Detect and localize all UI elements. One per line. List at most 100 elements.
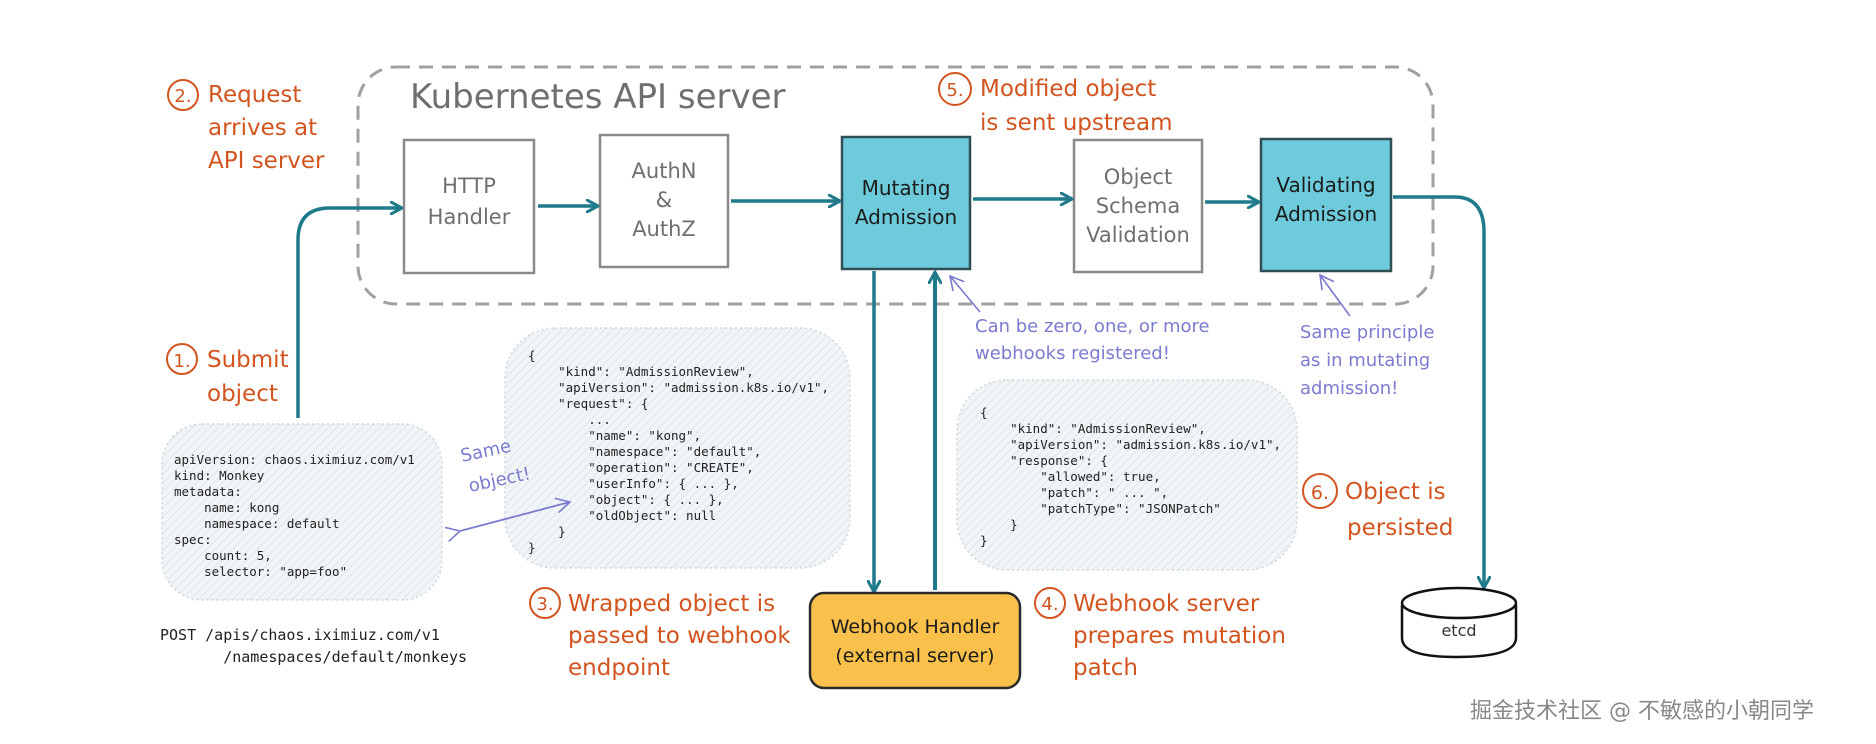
admission-response-code-block: { "kind": "AdmissionReview", "apiVersion…	[956, 379, 1298, 571]
webhook-handler-box: Webhook Handler (external server)	[808, 591, 1022, 690]
svg-text:2.: 2.	[174, 86, 191, 107]
svg-text:spec:: spec:	[174, 532, 212, 547]
step-2-label: 2. Request arrives at API server	[167, 79, 325, 174]
step-5-label: 5. Modified object is sent upstream	[938, 72, 1173, 136]
svg-text:Validation: Validation	[1086, 223, 1190, 247]
svg-text:{: {	[528, 348, 536, 363]
svg-text:"response": {: "response": {	[980, 453, 1108, 468]
svg-text:"request": {: "request": {	[528, 396, 648, 411]
note-pointer-arrow	[1319, 273, 1351, 317]
svg-text:Mutating: Mutating	[862, 176, 951, 200]
svg-text:Handler: Handler	[428, 205, 511, 229]
svg-text:Same principle: Same principle	[1300, 322, 1434, 343]
svg-text:"patchType": "JSONPatch": "patchType": "JSONPatch"	[980, 501, 1221, 516]
svg-text:/namespaces/default/monkeys: /namespaces/default/monkeys	[160, 648, 467, 666]
svg-text:count: 5,: count: 5,	[174, 548, 272, 563]
svg-text:arrives at: arrives at	[208, 115, 317, 141]
svg-text:}: }	[528, 524, 566, 539]
admission-request-code-block: { "kind": "AdmissionReview", "apiVersion…	[504, 327, 851, 569]
api-server-boundary	[356, 65, 1435, 306]
double-arrow-same-object	[444, 497, 572, 542]
svg-text:etcd: etcd	[1441, 621, 1476, 640]
svg-text:POST /apis/chaos.iximiuz.com/v: POST /apis/chaos.iximiuz.com/v1	[160, 626, 440, 644]
svg-text:}: }	[528, 540, 536, 555]
svg-text:Admission: Admission	[1275, 202, 1377, 226]
svg-text:Can be zero, one, or more: Can be zero, one, or more	[975, 316, 1210, 337]
svg-text:6.: 6.	[1311, 482, 1329, 504]
svg-text:namespace: default: namespace: default	[174, 516, 340, 531]
svg-text:3.: 3.	[536, 594, 553, 615]
validating-admission-box: Validating Admission	[1259, 137, 1393, 273]
svg-text:passed to webhook: passed to webhook	[568, 623, 791, 649]
svg-text:(external server): (external server)	[835, 645, 994, 667]
svg-text:"apiVersion": "admission.k8s.i: "apiVersion": "admission.k8s.io/v1",	[980, 437, 1281, 452]
note-zero-or-more-webhooks: Can be zero, one, or more webhooks regis…	[948, 274, 1210, 364]
svg-text:}: }	[980, 533, 988, 548]
svg-text:1.: 1.	[173, 351, 190, 372]
svg-text:object: object	[207, 381, 278, 407]
svg-text:"userInfo": { ... },: "userInfo": { ... },	[528, 476, 739, 491]
svg-text:"kind": "AdmissionReview",: "kind": "AdmissionReview",	[528, 364, 754, 379]
svg-text:name: kong: name: kong	[174, 500, 279, 515]
svg-text:kind: Monkey: kind: Monkey	[174, 468, 265, 483]
svg-text:prepares mutation: prepares mutation	[1073, 623, 1286, 649]
arrow-validating-to-etcd	[1393, 195, 1484, 588]
svg-text:HTTP: HTTP	[442, 174, 496, 198]
note-pointer-arrow	[948, 274, 981, 313]
svg-text:"operation": "CREATE",: "operation": "CREATE",	[528, 460, 754, 475]
svg-text:metadata:: metadata:	[174, 484, 242, 499]
svg-text:"name": "kong",: "name": "kong",	[528, 428, 701, 443]
svg-text:4.: 4.	[1041, 594, 1058, 615]
svg-text:selector: "app=foo": selector: "app=foo"	[174, 564, 347, 579]
etcd-database-icon: etcd	[1400, 586, 1518, 659]
svg-text:{: {	[980, 405, 988, 420]
arrow-submit-to-http	[296, 208, 402, 418]
svg-text:AuthN: AuthN	[632, 159, 697, 183]
svg-text:admission!: admission!	[1300, 378, 1398, 399]
svg-text:"allowed": true,: "allowed": true,	[980, 469, 1161, 484]
svg-text:Object is: Object is	[1345, 479, 1446, 505]
svg-text:5.: 5.	[946, 80, 963, 101]
svg-text:API server: API server	[208, 148, 325, 174]
step-1-label: 1. Submit object	[166, 343, 289, 407]
svg-text:"object": { ... },: "object": { ... },	[528, 492, 724, 507]
authn-authz-box: AuthN & AuthZ	[598, 133, 730, 269]
svg-text:"apiVersion": "admission.k8s.i: "apiVersion": "admission.k8s.io/v1",	[528, 380, 829, 395]
svg-text:&: &	[656, 188, 672, 212]
svg-text:...: ...	[528, 412, 611, 427]
post-url-text: POST /apis/chaos.iximiuz.com/v1 /namespa…	[160, 626, 467, 666]
step-4-label: 4. Webhook server prepares mutation patc…	[1034, 587, 1286, 681]
svg-text:as in mutating: as in mutating	[1300, 350, 1430, 371]
watermark-text: 掘金技术社区 @ 不敏感的小朝同学	[1470, 699, 1814, 724]
http-handler-box: HTTP Handler	[402, 138, 536, 275]
svg-text:Submit: Submit	[207, 347, 289, 373]
svg-text:Validating: Validating	[1276, 173, 1375, 197]
svg-text:Wrapped object is: Wrapped object is	[568, 591, 775, 617]
step-6-label: 6. Object is persisted	[1302, 473, 1453, 541]
svg-text:Request: Request	[208, 82, 301, 108]
svg-text:}: }	[980, 517, 1018, 532]
svg-text:Modified object: Modified object	[980, 76, 1156, 102]
svg-text:Webhook server: Webhook server	[1073, 591, 1260, 617]
svg-text:AuthZ: AuthZ	[632, 217, 696, 241]
api-server-title: Kubernetes API server	[410, 77, 786, 117]
note-same-principle: Same principle as in mutating admission!	[1300, 273, 1434, 399]
svg-text:"kind": "AdmissionReview",: "kind": "AdmissionReview",	[980, 421, 1206, 436]
schema-validation-box: Object Schema Validation	[1072, 138, 1204, 274]
svg-text:persisted: persisted	[1347, 515, 1453, 541]
svg-text:Webhook Handler: Webhook Handler	[831, 616, 1000, 638]
svg-text:"oldObject": null: "oldObject": null	[528, 508, 716, 523]
svg-text:endpoint: endpoint	[568, 655, 670, 681]
svg-text:patch: patch	[1073, 655, 1138, 681]
svg-text:Admission: Admission	[855, 205, 957, 229]
svg-text:"patch": " ... ",: "patch": " ... ",	[980, 485, 1168, 500]
svg-text:is sent upstream: is sent upstream	[980, 110, 1173, 136]
manifest-code-block: apiVersion: chaos.iximiuz.com/v1 kind: M…	[161, 423, 443, 601]
step-3-label: 3. Wrapped object is passed to webhook e…	[529, 587, 791, 681]
svg-text:Object: Object	[1104, 165, 1172, 189]
svg-text:webhooks registered!: webhooks registered!	[975, 343, 1170, 364]
svg-text:Schema: Schema	[1096, 194, 1180, 218]
mutating-admission-box: Mutating Admission	[840, 135, 972, 271]
svg-text:"namespace": "default",: "namespace": "default",	[528, 444, 761, 459]
